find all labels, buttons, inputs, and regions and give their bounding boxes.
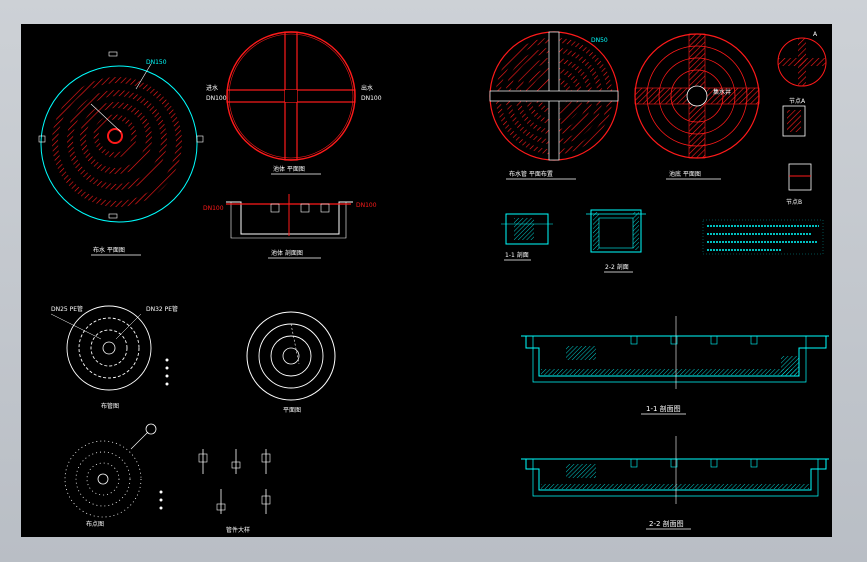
svg-text:布水 平面图: 布水 平面图 xyxy=(93,246,125,254)
svg-text:池底 平面图: 池底 平面图 xyxy=(669,170,701,178)
pipe-fittings: 管件大样 xyxy=(198,449,271,534)
small-details: A 节点A 节点B xyxy=(777,31,827,206)
long-section-1: 1-1 剖面图 xyxy=(521,316,829,415)
pipe-section-title: 2-2 剖面 xyxy=(605,263,629,271)
white-rings-plan-b: 平面图 xyxy=(246,311,336,414)
svg-text:集水井: 集水井 xyxy=(713,88,731,96)
svg-text:DN32 PE管: DN32 PE管 xyxy=(146,305,178,313)
tank-section-small: DN100 DN100 池体 剖面图 xyxy=(203,194,377,259)
svg-text:布水管 平面布置: 布水管 平面布置 xyxy=(509,170,553,178)
svg-text:出水: 出水 xyxy=(361,84,373,92)
cross-plan: 进水 DN100 出水 DN100 池体 平面图 xyxy=(206,31,382,175)
svg-text:A: A xyxy=(813,31,818,38)
svg-text:节点A: 节点A xyxy=(789,97,806,105)
svg-text:DN25 PE管: DN25 PE管 xyxy=(51,305,83,313)
white-rings-plan-a: DN25 PE管 DN32 PE管 布管图 xyxy=(50,305,178,410)
ring-pipe-plan-b: 集水井 池底 平面图 xyxy=(634,33,760,180)
notes-block xyxy=(702,219,824,255)
section-1-title: 1-1 剖面图 xyxy=(646,404,681,413)
svg-text:DN100: DN100 xyxy=(356,202,377,209)
svg-text:布管图: 布管图 xyxy=(101,402,119,410)
svg-text:DN150: DN150 xyxy=(146,59,167,66)
svg-text:池体 平面图: 池体 平面图 xyxy=(273,165,305,173)
svg-text:节点B: 节点B xyxy=(786,198,802,206)
svg-text:DN50: DN50 xyxy=(591,37,608,44)
pit-section-title: 1-1 剖面 xyxy=(505,251,529,259)
dotted-rings-plan: 布点图 xyxy=(64,423,163,528)
svg-text:DN100: DN100 xyxy=(203,205,224,212)
pit-sections: 1-1 剖面 2-2 剖面 xyxy=(501,209,646,273)
cad-drawing: DN150 布水 平面图 进水 DN100 出水 DN100 池体 平面图 DN… xyxy=(38,31,829,534)
svg-text:DN100: DN100 xyxy=(206,95,227,102)
svg-text:管件大样: 管件大样 xyxy=(226,526,250,534)
cad-drawing-canvas[interactable]: DN150 布水 平面图 进水 DN100 出水 DN100 池体 平面图 DN… xyxy=(21,24,832,537)
svg-text:DN100: DN100 xyxy=(361,95,382,102)
ring-pipe-plan-a: DN50 布水管 平面布置 xyxy=(489,31,619,180)
long-section-2: 2-2 剖面图 xyxy=(521,436,829,530)
svg-text:进水: 进水 xyxy=(206,84,218,92)
svg-text:平面图: 平面图 xyxy=(283,407,301,414)
svg-text:布点图: 布点图 xyxy=(86,520,104,528)
section-2-title: 2-2 剖面图 xyxy=(649,519,684,528)
spiral-pipe-plan: DN150 布水 平面图 xyxy=(38,51,204,256)
svg-text:池体 剖面图: 池体 剖面图 xyxy=(271,249,303,257)
